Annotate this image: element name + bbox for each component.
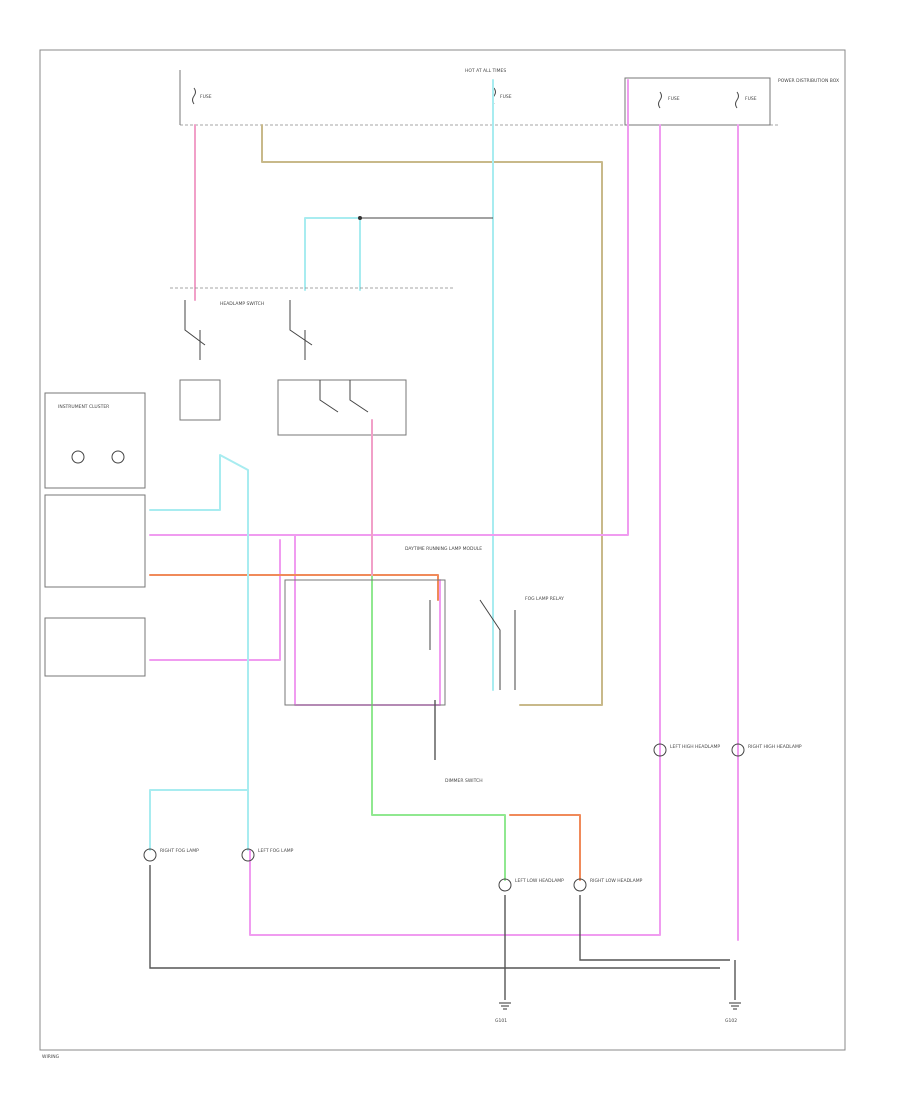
fog-relay-label: FOG LAMP RELAY: [525, 596, 564, 602]
instrument-cluster-label: INSTRUMENT CLUSTER: [58, 404, 109, 410]
headlamp-switches: [179, 300, 407, 436]
switch-housing-right: [277, 379, 407, 436]
fuse-label-left: FUSE: [200, 94, 212, 100]
right-low-lamp-icon: [573, 878, 587, 892]
fuse-label-center: FUSE: [500, 94, 512, 100]
indicator-lamp-icon: [71, 450, 85, 464]
left-low-label: LEFT LOW HEADLAMP: [515, 878, 564, 884]
left-low-lamp-icon: [498, 878, 512, 892]
orange-wire-module: [149, 574, 439, 601]
left-fog-lamp-icon: [241, 848, 255, 862]
power-distribution-box: [624, 77, 771, 126]
switch-left-icon: [184, 300, 206, 360]
ground-right-label: G102: [725, 1018, 737, 1024]
light-green-wire-lower: [371, 574, 506, 881]
right-low-label: RIGHT LOW HEADLAMP: [590, 878, 643, 884]
ground-left-label: G101: [495, 1018, 507, 1024]
left-high-lamp-icon: [653, 743, 667, 757]
dimmer-switch-label: DIMMER SWITCH: [445, 778, 483, 784]
magenta-wire-module: [294, 534, 441, 706]
tan-wire: [261, 124, 603, 706]
hot-at-all-times-label: HOT AT ALL TIMES: [465, 68, 506, 74]
ground-left-icon: [499, 1002, 511, 1010]
relay-contacts-icon: [429, 599, 516, 690]
ground-symbols: G101 G102: [495, 1002, 741, 1024]
magenta-wire-lower: [149, 539, 281, 661]
diagram-frame: [39, 49, 846, 1051]
instrument-cluster-box: [44, 392, 146, 489]
lower-module-box: [44, 617, 146, 677]
fuse-symbols: [192, 87, 739, 109]
right-fog-label: RIGHT FOG LAMP: [160, 848, 199, 854]
headlamp-switch-label: HEADLAMP SWITCH: [220, 301, 264, 307]
ground-wire-fog: [149, 865, 720, 969]
switch-housing-left: [179, 379, 221, 421]
light-blue-fog-wire: [149, 454, 249, 851]
left-fog-label: LEFT FOG LAMP: [258, 848, 294, 854]
indicator-lamp-2-icon: [111, 450, 125, 464]
fuse-right-1-icon: [658, 91, 662, 109]
fuse-box-title-label: POWER DISTRIBUTION BOX: [778, 78, 839, 84]
right-fog-lamp-icon: [143, 848, 157, 862]
ground-right-icon: [729, 1002, 741, 1010]
fuse-left-icon: [192, 87, 196, 105]
switch-contacts-right-icon: [319, 380, 369, 413]
light-green-wire-top: [304, 217, 361, 291]
ground-wire-low: [579, 895, 730, 961]
switch-mid-icon: [289, 300, 313, 360]
lamps: RIGHT FOG LAMP LEFT FOG LAMP LEFT LOW HE…: [143, 743, 802, 892]
magenta-wire-cluster: [149, 79, 629, 536]
magenta-wire-right-1: [249, 124, 661, 936]
right-high-lamp-icon: [731, 743, 745, 757]
fuse-right-2-icon: [735, 91, 739, 109]
fuse-label-right-1: FUSE: [668, 96, 680, 102]
daytime-module-label: DAYTIME RUNNING LAMP MODULE: [405, 546, 482, 552]
junction-dot-top: [358, 216, 362, 220]
right-headlamp-label: RIGHT HIGH HEADLAMP: [748, 744, 802, 750]
fuse-label-right-2: FUSE: [745, 96, 757, 102]
footer-label: WIRING: [42, 1054, 60, 1060]
module-box: [44, 494, 146, 588]
orange-wire-right: [509, 814, 581, 881]
daytime-module-box: [284, 579, 446, 706]
left-headlamp-label: LEFT HIGH HEADLAMP: [670, 744, 720, 750]
